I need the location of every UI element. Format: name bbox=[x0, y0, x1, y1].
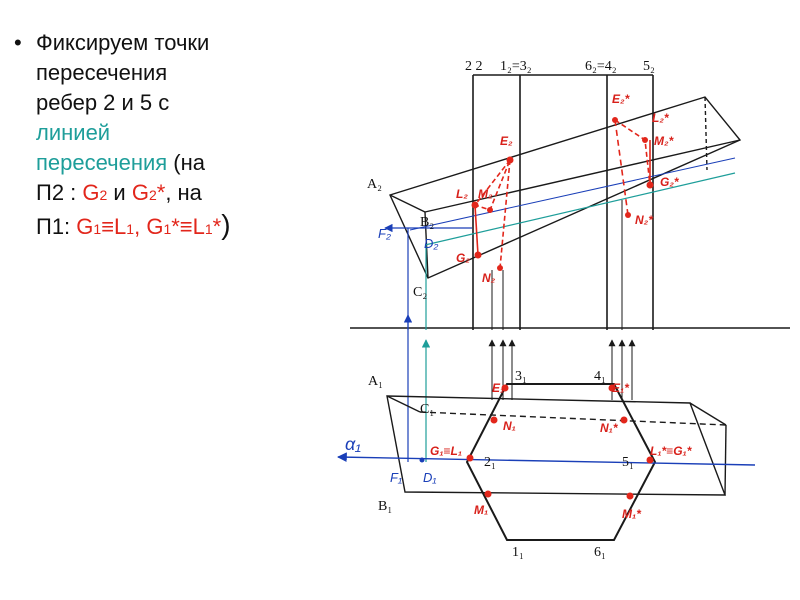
label-g1-l1: G₁≡L₁ bbox=[430, 444, 462, 458]
text-sub: 2 bbox=[99, 187, 108, 203]
label-d1: D₁ bbox=[423, 470, 437, 485]
label-a1: A₁ bbox=[368, 374, 383, 389]
text-star: * bbox=[156, 180, 166, 205]
front-axis-blue bbox=[409, 157, 736, 231]
label-n1-star: N₁* bbox=[600, 421, 619, 435]
text-line-3: ребер 2 и 5 с bbox=[36, 90, 170, 115]
label-4-1: 4₁ bbox=[594, 369, 606, 384]
text-g1: G bbox=[76, 214, 94, 239]
label-c1: C₁ bbox=[420, 402, 434, 417]
label-2-2: 2 2 bbox=[465, 59, 483, 74]
text-line-5-rest: (на bbox=[167, 150, 206, 175]
label-d2: D₂ bbox=[424, 236, 438, 251]
label-n2: N₂ bbox=[482, 271, 496, 285]
front-axis-teal bbox=[424, 172, 736, 246]
label-f1: F₁ bbox=[390, 470, 402, 485]
text-line-6: П2 : G2 и G2*, на bbox=[36, 178, 328, 210]
label-l1-g1-star: L₁*≡G₁* bbox=[650, 444, 693, 458]
text-star2: * bbox=[212, 214, 222, 239]
label-n2-star: N₂* bbox=[635, 213, 654, 227]
text-end: , на bbox=[165, 180, 202, 205]
text-line-5: пересечения (на bbox=[36, 148, 328, 178]
label-e2: E₂ bbox=[500, 134, 513, 148]
label-6-4: 6₂=4₂ bbox=[585, 59, 617, 74]
text-eq-l-star: *≡L bbox=[171, 214, 205, 239]
text-paren: ) bbox=[221, 209, 231, 240]
label-1-1: 1₁ bbox=[512, 545, 524, 560]
label-alpha1: α₁ bbox=[345, 434, 361, 454]
text-eq-l: ≡L bbox=[101, 214, 127, 239]
text-sub-a: 1 bbox=[93, 221, 102, 237]
label-e2-star: E₂* bbox=[612, 92, 631, 106]
projection-lines bbox=[488, 200, 636, 400]
label-b1: B₁ bbox=[378, 499, 392, 514]
projection-diagram: 2 2 1₂=3₂ 6₂=4₂ 5₂ A₂ B₂ D₂ C₂ F₂ E₂ L₂ … bbox=[337, 59, 790, 560]
text-sub-c: 1 bbox=[163, 221, 172, 237]
text-p2: П2 : bbox=[36, 180, 83, 205]
text-g: G bbox=[82, 180, 100, 205]
label-l2-star: L₂* bbox=[652, 111, 670, 125]
label-e1-star: E₁* bbox=[612, 381, 630, 395]
text-line-4: линией bbox=[36, 120, 111, 145]
label-6-1: 6₁ bbox=[594, 545, 606, 560]
label-g2-star: G₂* bbox=[660, 175, 680, 189]
label-a2: A₂ bbox=[367, 177, 382, 192]
label-n1: N₁ bbox=[503, 419, 516, 433]
label-m1-star: M₁* bbox=[622, 507, 642, 521]
label-m1: M₁ bbox=[474, 503, 488, 517]
label-5-2: 5₂ bbox=[643, 59, 655, 74]
text-comma: , bbox=[134, 214, 147, 239]
text-sub-d: 1 bbox=[204, 221, 213, 237]
text-line-1: Фиксируем точки bbox=[36, 30, 210, 55]
front-red-points bbox=[471, 117, 654, 271]
text-teal-word: пересечения bbox=[36, 150, 168, 175]
label-5-1: 5₁ bbox=[622, 455, 634, 470]
text-lines: Фиксируем точки пересечения ребер 2 и 5 … bbox=[36, 28, 328, 244]
label-g2: G₂ bbox=[456, 251, 470, 265]
text-p1: П1: bbox=[36, 214, 77, 239]
front-vertical-prism bbox=[472, 74, 654, 330]
front-intersection-left bbox=[473, 159, 511, 269]
label-e1: E₁ bbox=[492, 381, 504, 395]
text-sub2: 2 bbox=[148, 187, 157, 203]
label-m2: M₂ bbox=[478, 187, 493, 201]
label-3-1: 3₁ bbox=[515, 369, 527, 384]
label-f2: F₂ bbox=[378, 226, 391, 241]
plan-d1-point bbox=[419, 457, 425, 463]
label-m2-star: M₂* bbox=[654, 134, 675, 148]
text-line-7: П1: G1≡L1, G1*≡L1*) bbox=[36, 210, 328, 244]
plan-hexagon bbox=[465, 383, 657, 541]
bullet: • bbox=[14, 30, 22, 55]
text-and: и bbox=[107, 180, 132, 205]
plan-red-points bbox=[466, 384, 654, 500]
label-l2: L₂ bbox=[456, 187, 468, 201]
text-g1-star: G bbox=[146, 214, 164, 239]
text-g2: G bbox=[131, 180, 149, 205]
front-inclined-prism bbox=[389, 96, 742, 279]
label-2-1: 2₁ bbox=[484, 455, 496, 470]
label-b2: B₂ bbox=[420, 215, 434, 230]
label-c2: C₂ bbox=[413, 285, 427, 300]
text-line-2: пересечения bbox=[36, 60, 168, 85]
plan-inclined-prism bbox=[386, 395, 727, 496]
label-1-3: 1₂=3₂ bbox=[500, 59, 532, 74]
alpha-line bbox=[337, 452, 756, 466]
text-sub-b: 1 bbox=[126, 221, 135, 237]
text-block: • Фиксируем точки пересечения ребер 2 и … bbox=[8, 28, 328, 244]
